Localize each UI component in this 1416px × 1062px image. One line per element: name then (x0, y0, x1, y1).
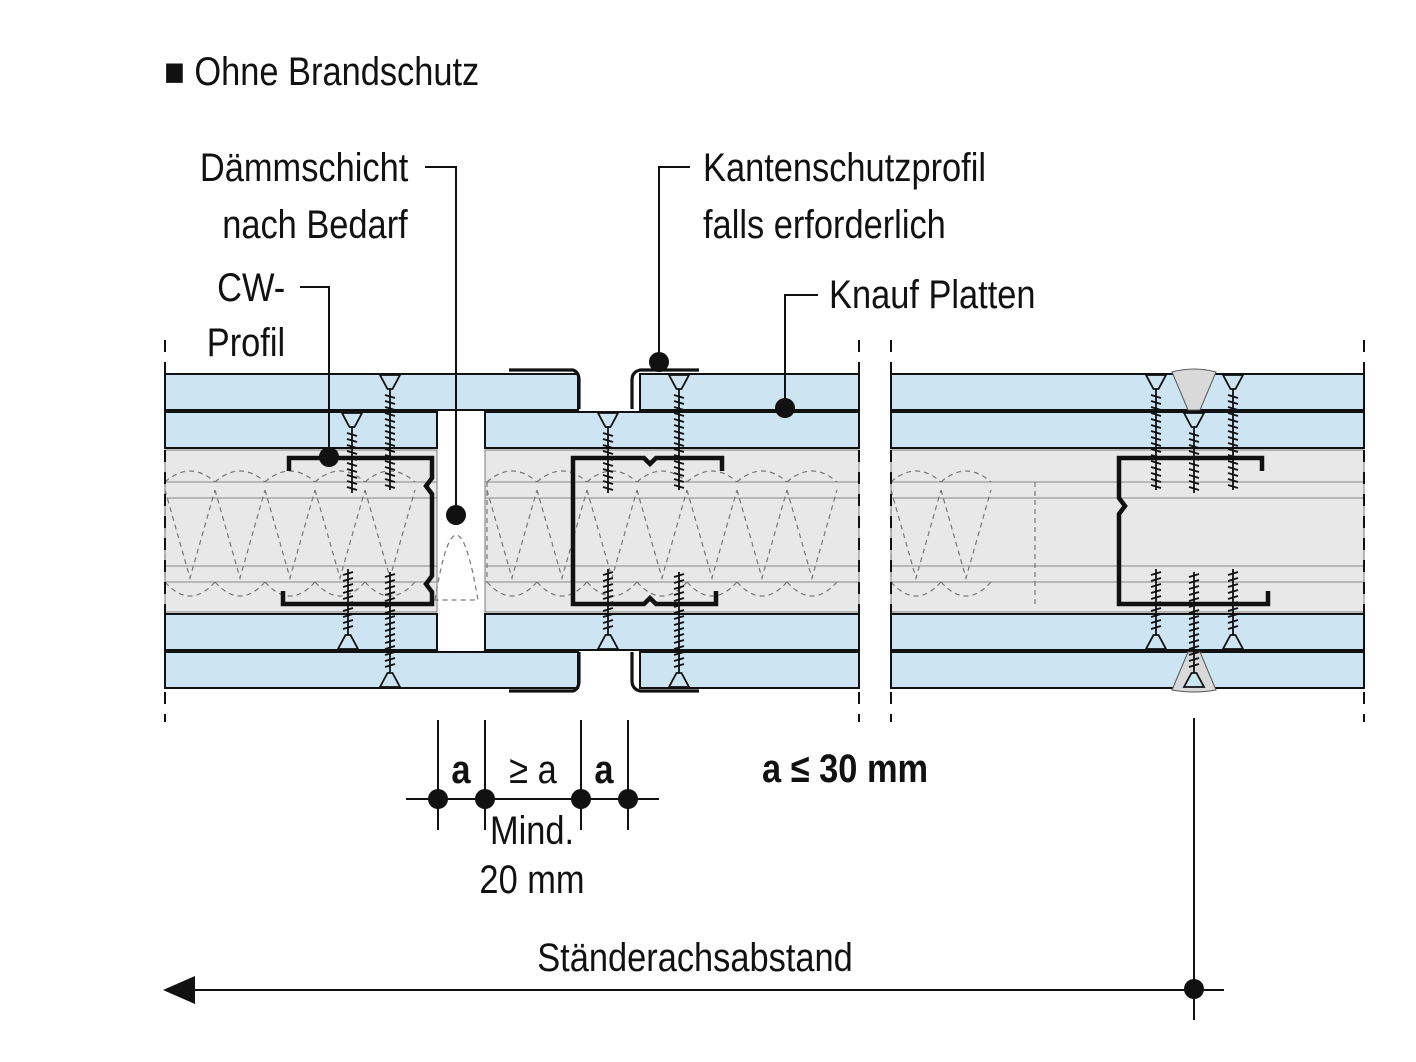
screw (1144, 569, 1168, 650)
screw-thread (1227, 571, 1239, 630)
board (484, 411, 860, 449)
board (164, 613, 438, 651)
screw-head (378, 374, 402, 390)
board (484, 613, 860, 651)
leader-lines (300, 166, 818, 515)
wall-cavities (164, 449, 1365, 613)
board (890, 373, 1365, 411)
screw-thread (673, 573, 685, 668)
screw (1221, 569, 1245, 650)
screw-head (596, 412, 620, 428)
screw-head (340, 412, 364, 428)
screw (378, 374, 402, 490)
screw (336, 569, 360, 650)
insulation-gap-loop (434, 534, 479, 601)
break-lines (164, 340, 1365, 722)
gap-dimension (406, 720, 659, 830)
gap-dimension-dots (428, 789, 638, 809)
screw-thread (673, 394, 685, 489)
screw-head (1144, 634, 1168, 650)
screw-head (667, 672, 691, 688)
screw-thread (384, 394, 396, 489)
board (164, 373, 579, 411)
screw (596, 569, 620, 650)
screw-head (1182, 412, 1206, 428)
cw-profile-middle (570, 455, 725, 607)
dimension-min-line2: 20 mm (479, 858, 585, 902)
screw (596, 412, 620, 493)
screw-thread (342, 571, 354, 630)
edge-profile-label-line2: falls erforderlich (703, 203, 946, 247)
edge-profile-label-line1: Kantenschutzprofil (703, 146, 987, 190)
board (164, 651, 579, 689)
insulation-label-line1: Dämmschicht (199, 146, 408, 190)
board (890, 411, 1365, 449)
insulation-label-line2: nach Bedarf (222, 203, 408, 247)
screw-thread (1188, 432, 1200, 491)
cw-profiles (280, 455, 1271, 607)
leader-dots (319, 352, 795, 525)
screw (1182, 412, 1206, 493)
cw-profile-right (1116, 455, 1271, 607)
screw-thread (602, 571, 614, 630)
screw (667, 572, 691, 688)
dimension-gap: ≥ a (509, 748, 557, 792)
cavity (164, 449, 438, 613)
cavity (484, 449, 860, 613)
screw-head (1182, 672, 1206, 688)
section-heading: ■ Ohne Brandschutz (164, 50, 480, 94)
drywall-screws (336, 374, 1245, 688)
screw-head (378, 672, 402, 688)
screw (1182, 572, 1206, 688)
screw (340, 412, 364, 493)
dimension-min-line1: Mind. (489, 809, 575, 853)
cw-profile-label-line1: CW- (216, 266, 285, 310)
screw-thread (602, 432, 614, 491)
screw-thread (1150, 571, 1162, 630)
screw-head (667, 374, 691, 390)
screw-thread (346, 432, 358, 491)
dimension-a-right: a (594, 748, 614, 792)
dimension-a-max: a ≤ 30 mm (762, 747, 929, 791)
screw-head (1144, 374, 1168, 390)
cavity (890, 449, 1365, 613)
cw-profile-label-line2: Profil (206, 321, 285, 365)
knauf-boards (164, 373, 1365, 689)
screw-thread (1150, 394, 1162, 489)
screw-head (596, 634, 620, 650)
edge-protection-profiles (509, 368, 699, 693)
stud-spacing-dimension (163, 718, 1224, 1020)
screw-head (1221, 634, 1245, 650)
board (890, 651, 1365, 689)
screw (378, 572, 402, 688)
insulation-pattern (890, 470, 992, 597)
board (164, 411, 438, 449)
screw-thread (1188, 573, 1200, 668)
screw (1221, 374, 1245, 490)
cw-profile-left (280, 455, 435, 607)
screw-thread (1227, 394, 1239, 489)
screw (667, 374, 691, 490)
board (890, 613, 1365, 651)
stud-spacing-label: Ständerachsabstand (537, 936, 853, 980)
boards-label: Knauf Platten (829, 273, 1036, 317)
screw (1144, 374, 1168, 490)
screw-thread (384, 573, 396, 668)
board (639, 651, 860, 689)
dimension-a-left: a (451, 748, 471, 792)
screw-head (1221, 374, 1245, 390)
screw-head (336, 634, 360, 650)
